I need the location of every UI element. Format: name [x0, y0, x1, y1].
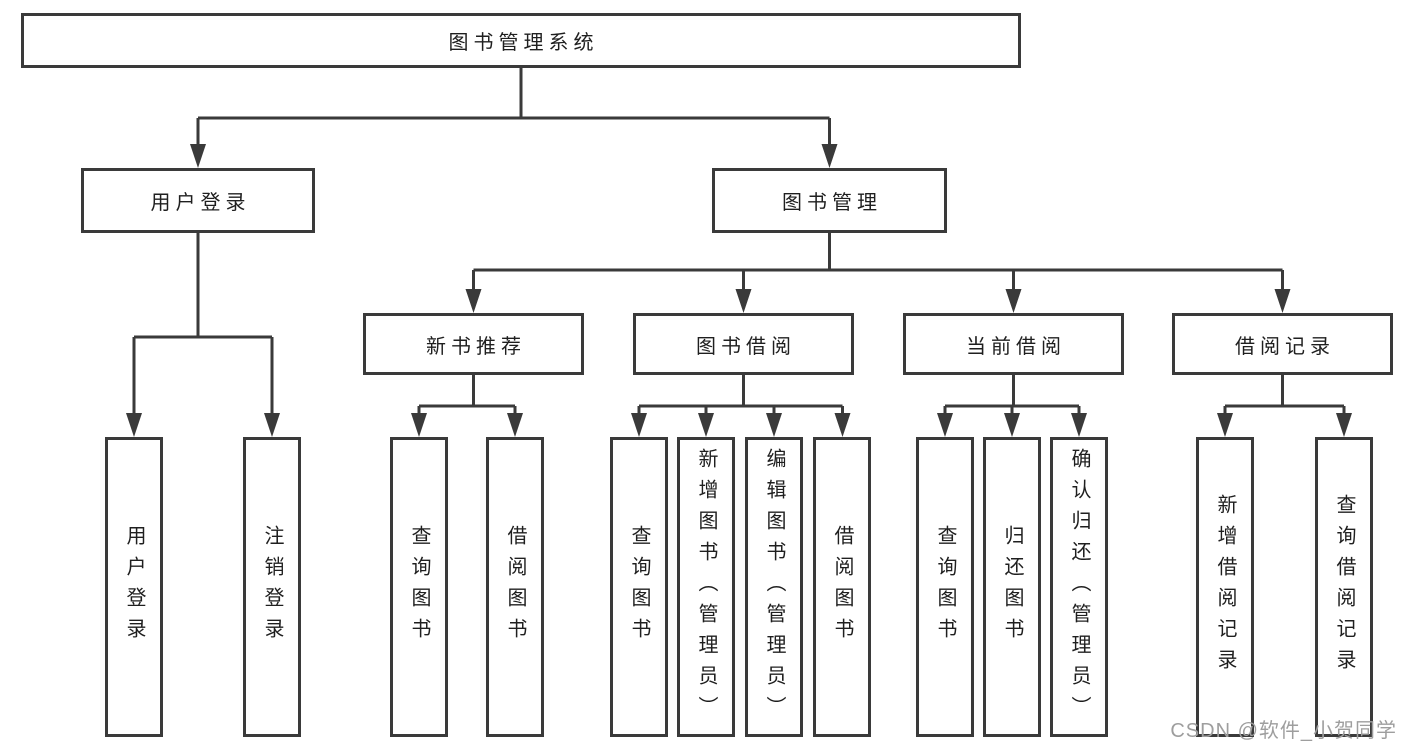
leaf-label: 借阅图书 [831, 525, 853, 649]
leaf-node-query-books-recommend: 查询图书 [390, 437, 448, 737]
leaf-node-return-book: 归还图书 [983, 437, 1041, 737]
leaf-label: 用户登录 [123, 525, 145, 649]
leaf-node-logout: 注销登录 [243, 437, 301, 737]
leaf-node-edit-book-admin: 编辑图书（管理员） [745, 437, 803, 737]
leaf-label: 查询图书 [628, 525, 650, 649]
branch-node-user-login: 用户登录 [81, 168, 315, 233]
leaf-label: 查询借阅记录 [1333, 494, 1355, 680]
leaf-node-borrow-books-recommend: 借阅图书 [486, 437, 544, 737]
leaf-node-query-borrow-record: 查询借阅记录 [1315, 437, 1373, 737]
leaf-node-add-borrow-record: 新增借阅记录 [1196, 437, 1254, 737]
leaf-label: 注销登录 [261, 525, 283, 649]
leaf-label: 确认归还（管理员） [1068, 447, 1090, 727]
branch-node-book-management: 图书管理 [712, 168, 947, 233]
group-node-current-borrow: 当前借阅 [903, 313, 1124, 375]
group-node-borrow-records: 借阅记录 [1172, 313, 1393, 375]
leaf-node-query-books-current: 查询图书 [916, 437, 974, 737]
leaf-label: 新增借阅记录 [1214, 494, 1236, 680]
leaf-label: 查询图书 [934, 525, 956, 649]
leaf-label: 新增图书（管理员） [695, 447, 717, 727]
leaf-label: 编辑图书（管理员） [763, 447, 785, 727]
root-node-library-system: 图书管理系统 [21, 13, 1021, 68]
leaf-label: 借阅图书 [504, 525, 526, 649]
leaf-node-borrow-books: 借阅图书 [813, 437, 871, 737]
leaf-node-query-books-borrow: 查询图书 [610, 437, 668, 737]
leaf-node-confirm-return-admin: 确认归还（管理员） [1050, 437, 1108, 737]
leaf-label: 归还图书 [1001, 525, 1023, 649]
leaf-node-add-book-admin: 新增图书（管理员） [677, 437, 735, 737]
leaf-node-user-login: 用户登录 [105, 437, 163, 737]
leaf-label: 查询图书 [408, 525, 430, 649]
csdn-watermark: CSDN @软件_小贺同学 [1170, 720, 1397, 742]
group-node-new-book-recommend: 新书推荐 [363, 313, 584, 375]
group-node-book-borrow: 图书借阅 [633, 313, 854, 375]
